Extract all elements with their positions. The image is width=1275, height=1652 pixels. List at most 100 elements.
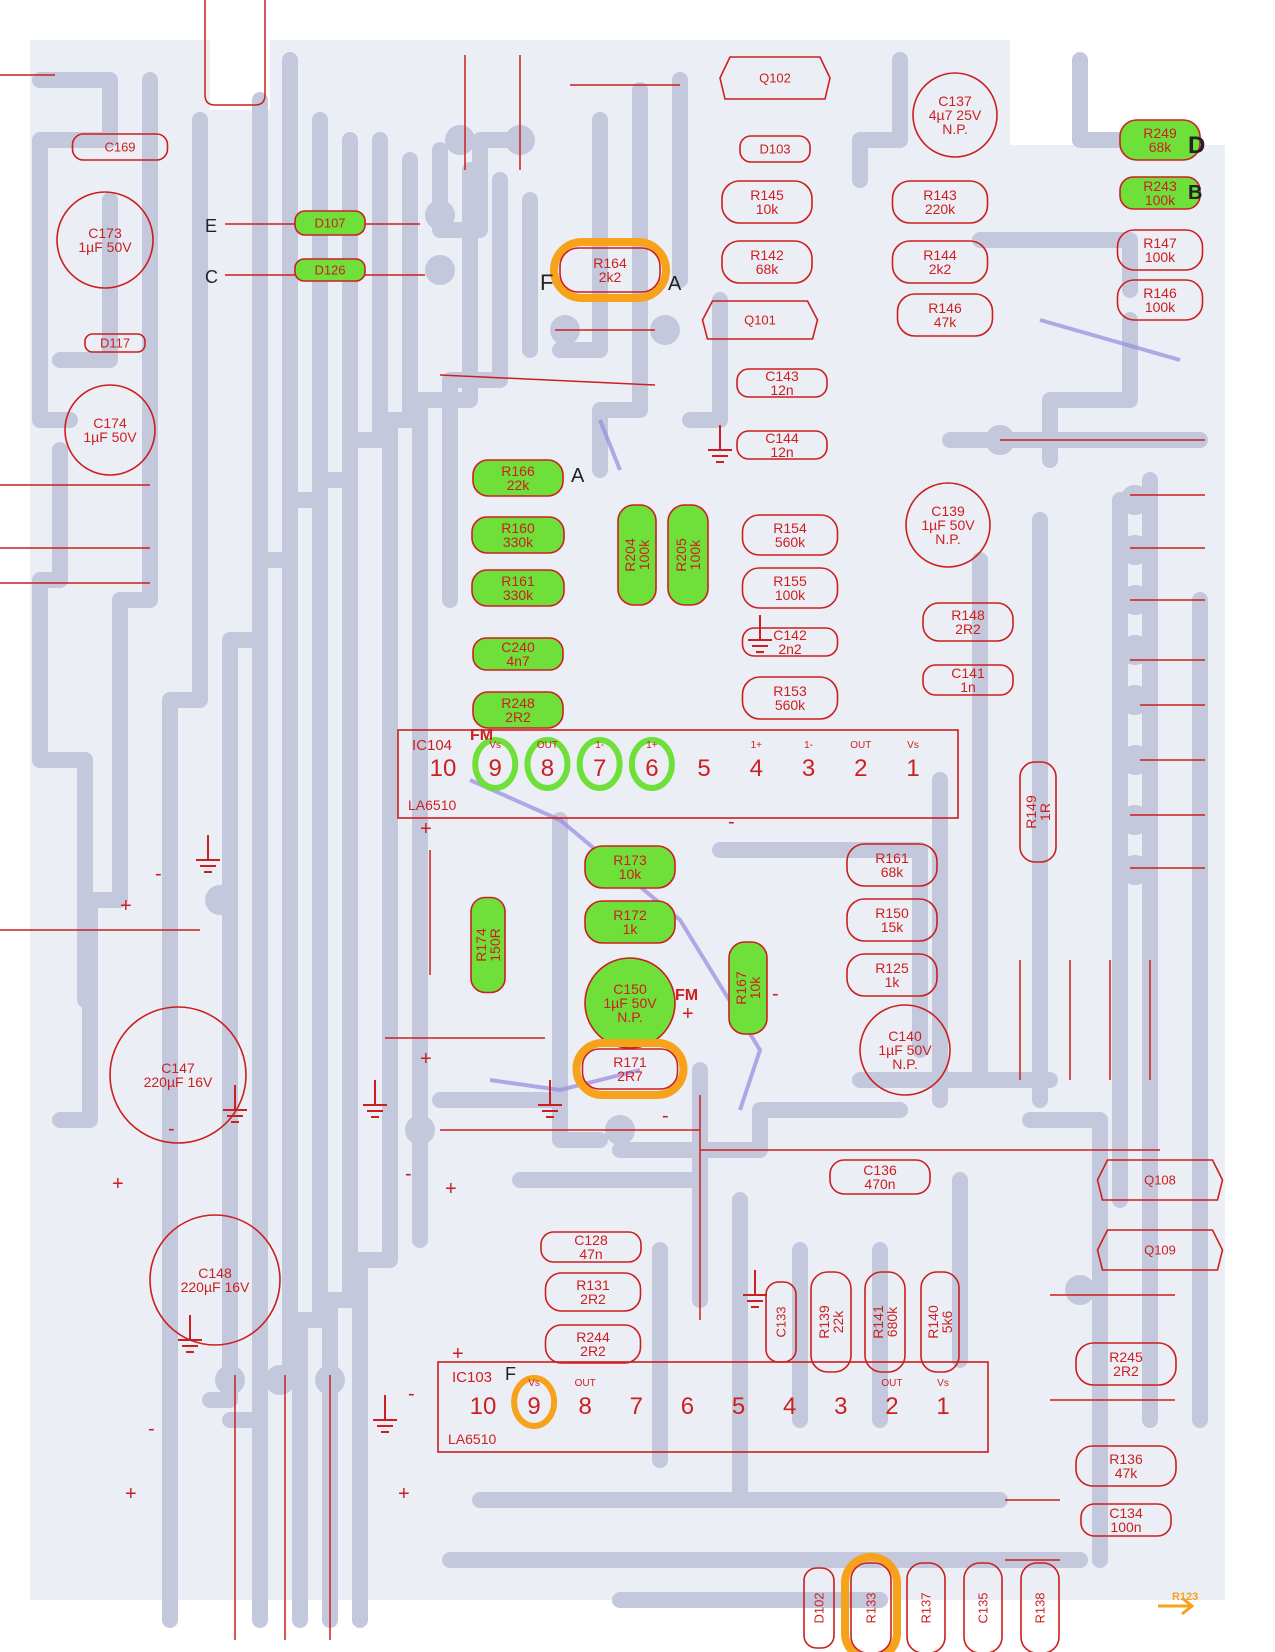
component-value: 1µF 50V xyxy=(878,1042,932,1058)
component-label: R146 xyxy=(1143,285,1177,301)
component-outline xyxy=(56,191,154,289)
component-value: 1µF 50V xyxy=(921,517,975,533)
component-label: C141 xyxy=(951,665,985,681)
component-value: 2R2 xyxy=(955,621,981,637)
purple-wires xyxy=(469,318,1181,1111)
pin-highlight xyxy=(524,737,571,791)
component-outline xyxy=(64,384,156,476)
component-outline xyxy=(540,1231,642,1263)
ic-label: IC104 xyxy=(412,737,452,754)
component-outline xyxy=(471,569,565,607)
ic-pin-label: 1+ xyxy=(646,740,658,751)
component-value: 330k xyxy=(503,587,534,603)
ic-outline xyxy=(437,1361,989,1453)
component-d102: D102 xyxy=(803,1567,835,1649)
component-outline xyxy=(109,1006,247,1144)
component-label: C240 xyxy=(501,639,535,655)
ic-pin-label: 1+ xyxy=(751,740,763,751)
marker-fm: FM xyxy=(470,727,493,744)
ic-pin-number: 2 xyxy=(885,1393,898,1420)
ic-pin-label: Vs xyxy=(528,1378,540,1389)
component-value: 2n2 xyxy=(778,641,802,657)
ic-pin-number: 3 xyxy=(834,1393,847,1420)
component-label: C133 xyxy=(774,1306,789,1337)
minus-sign: - xyxy=(148,1418,155,1440)
component-outline xyxy=(741,514,839,556)
component-outline xyxy=(864,1271,906,1373)
minus-sign: - xyxy=(728,811,735,833)
plus-sign: + xyxy=(445,1178,457,1200)
component-label: R173 xyxy=(613,852,647,868)
component-value: 22k xyxy=(830,1310,846,1334)
pin-highlight xyxy=(511,1375,558,1429)
component-label: R141 xyxy=(870,1305,886,1339)
component-label: D102 xyxy=(812,1592,827,1623)
ic-pin-label: 1- xyxy=(595,740,604,751)
component-value: 680k xyxy=(884,1306,900,1337)
component-outline xyxy=(891,180,989,224)
component-value: 2k2 xyxy=(599,269,622,285)
component-label: R143 xyxy=(923,187,957,203)
component-label: R205 xyxy=(673,538,689,572)
component-outline xyxy=(472,459,564,497)
component-value: 100k xyxy=(775,587,806,603)
component-outline xyxy=(905,482,991,568)
component-value: 2R2 xyxy=(1113,1363,1139,1379)
component-c135: C135 xyxy=(963,1562,1003,1652)
component-label: R153 xyxy=(773,683,807,699)
component-value: 220µF 16V xyxy=(181,1279,250,1295)
component-outline xyxy=(1019,761,1057,863)
ic-pin-number: 4 xyxy=(750,755,763,782)
minus-sign: - xyxy=(168,1118,175,1140)
component-outline xyxy=(471,516,565,554)
pin-highlight xyxy=(472,737,519,791)
component-outline xyxy=(472,691,564,729)
minus-sign: - xyxy=(405,1163,412,1185)
component-outline xyxy=(728,941,768,1035)
ic-pin-label: OUT xyxy=(575,1378,596,1389)
component-r138: R138 xyxy=(1020,1562,1060,1652)
component-outline xyxy=(1116,279,1204,321)
component-label: C147 xyxy=(161,1060,195,1076)
component-label: R142 xyxy=(750,247,784,263)
component-label: C174 xyxy=(93,415,127,431)
component-value: 100k xyxy=(636,539,652,570)
component-outline xyxy=(846,898,938,942)
ic-pin-number: 6 xyxy=(645,755,658,782)
component-outline xyxy=(741,567,839,609)
ic-pin-label: Vs xyxy=(907,740,919,751)
plus-sign: + xyxy=(420,1048,432,1070)
component-outline xyxy=(859,1004,951,1096)
component-label: R160 xyxy=(501,520,535,536)
component-value: 1k xyxy=(885,974,901,990)
component-outline xyxy=(84,333,146,353)
component-outline xyxy=(544,1324,642,1364)
ic-label: IC103 xyxy=(452,1369,492,1386)
component-label: D103 xyxy=(759,142,790,157)
component-label: C142 xyxy=(773,627,807,643)
component-value: 4µ7 25V xyxy=(929,107,982,123)
ic-pin-label: 1- xyxy=(804,740,813,751)
marker-e: E xyxy=(205,216,217,236)
component-value: 1n xyxy=(960,679,976,695)
